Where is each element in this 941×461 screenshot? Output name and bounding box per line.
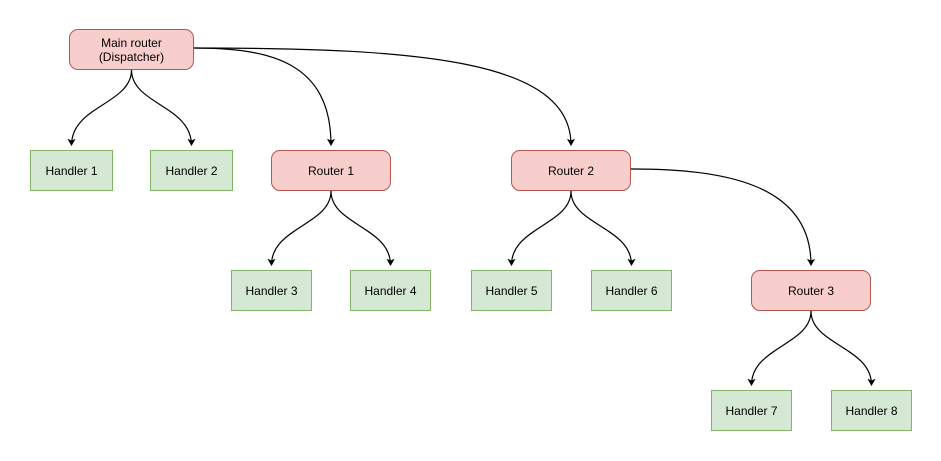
edge-r3-h7 xyxy=(747,310,812,386)
node-label-handler-6: Handler 6 xyxy=(605,283,658,298)
edge-r1-h3 xyxy=(267,190,332,266)
node-router-1[interactable]: Router 1 xyxy=(271,150,391,191)
node-label-router-3: Router 3 xyxy=(787,283,835,298)
node-main-router[interactable]: Main router (Dispatcher) xyxy=(69,29,194,70)
node-handler-5[interactable]: Handler 5 xyxy=(471,270,552,311)
edge-r2-r3 xyxy=(630,168,816,266)
node-handler-8[interactable]: Handler 8 xyxy=(831,390,912,431)
edge-main-r2 xyxy=(193,47,576,146)
node-handler-7[interactable]: Handler 7 xyxy=(711,390,792,431)
edge-paths xyxy=(67,47,876,386)
node-label-handler-5: Handler 5 xyxy=(485,283,538,298)
edge-main-h1 xyxy=(67,69,133,146)
edge-r2-h6 xyxy=(570,190,636,266)
node-label-main-router: Main router (Dispatcher) xyxy=(98,35,165,64)
node-handler-4[interactable]: Handler 4 xyxy=(350,270,431,311)
node-handler-6[interactable]: Handler 6 xyxy=(591,270,672,311)
node-handler-1[interactable]: Handler 1 xyxy=(30,150,113,191)
node-label-router-2: Router 2 xyxy=(547,163,595,178)
node-router-3[interactable]: Router 3 xyxy=(751,270,871,311)
edge-r3-h8 xyxy=(810,310,876,386)
node-label-handler-8: Handler 8 xyxy=(845,403,898,418)
edge-main-h2 xyxy=(130,69,196,146)
edge-r2-h5 xyxy=(507,190,572,266)
node-handler-3[interactable]: Handler 3 xyxy=(231,270,312,311)
node-label-handler-2: Handler 2 xyxy=(165,163,218,178)
node-router-2[interactable]: Router 2 xyxy=(511,150,631,191)
edge-r1-h4 xyxy=(330,190,395,266)
node-label-handler-7: Handler 7 xyxy=(725,403,778,418)
edge-main-r1 xyxy=(193,47,336,146)
node-handler-2[interactable]: Handler 2 xyxy=(150,150,233,191)
node-label-router-1: Router 1 xyxy=(307,163,355,178)
node-label-handler-4: Handler 4 xyxy=(364,283,417,298)
node-label-handler-3: Handler 3 xyxy=(245,283,298,298)
node-label-handler-1: Handler 1 xyxy=(45,163,98,178)
